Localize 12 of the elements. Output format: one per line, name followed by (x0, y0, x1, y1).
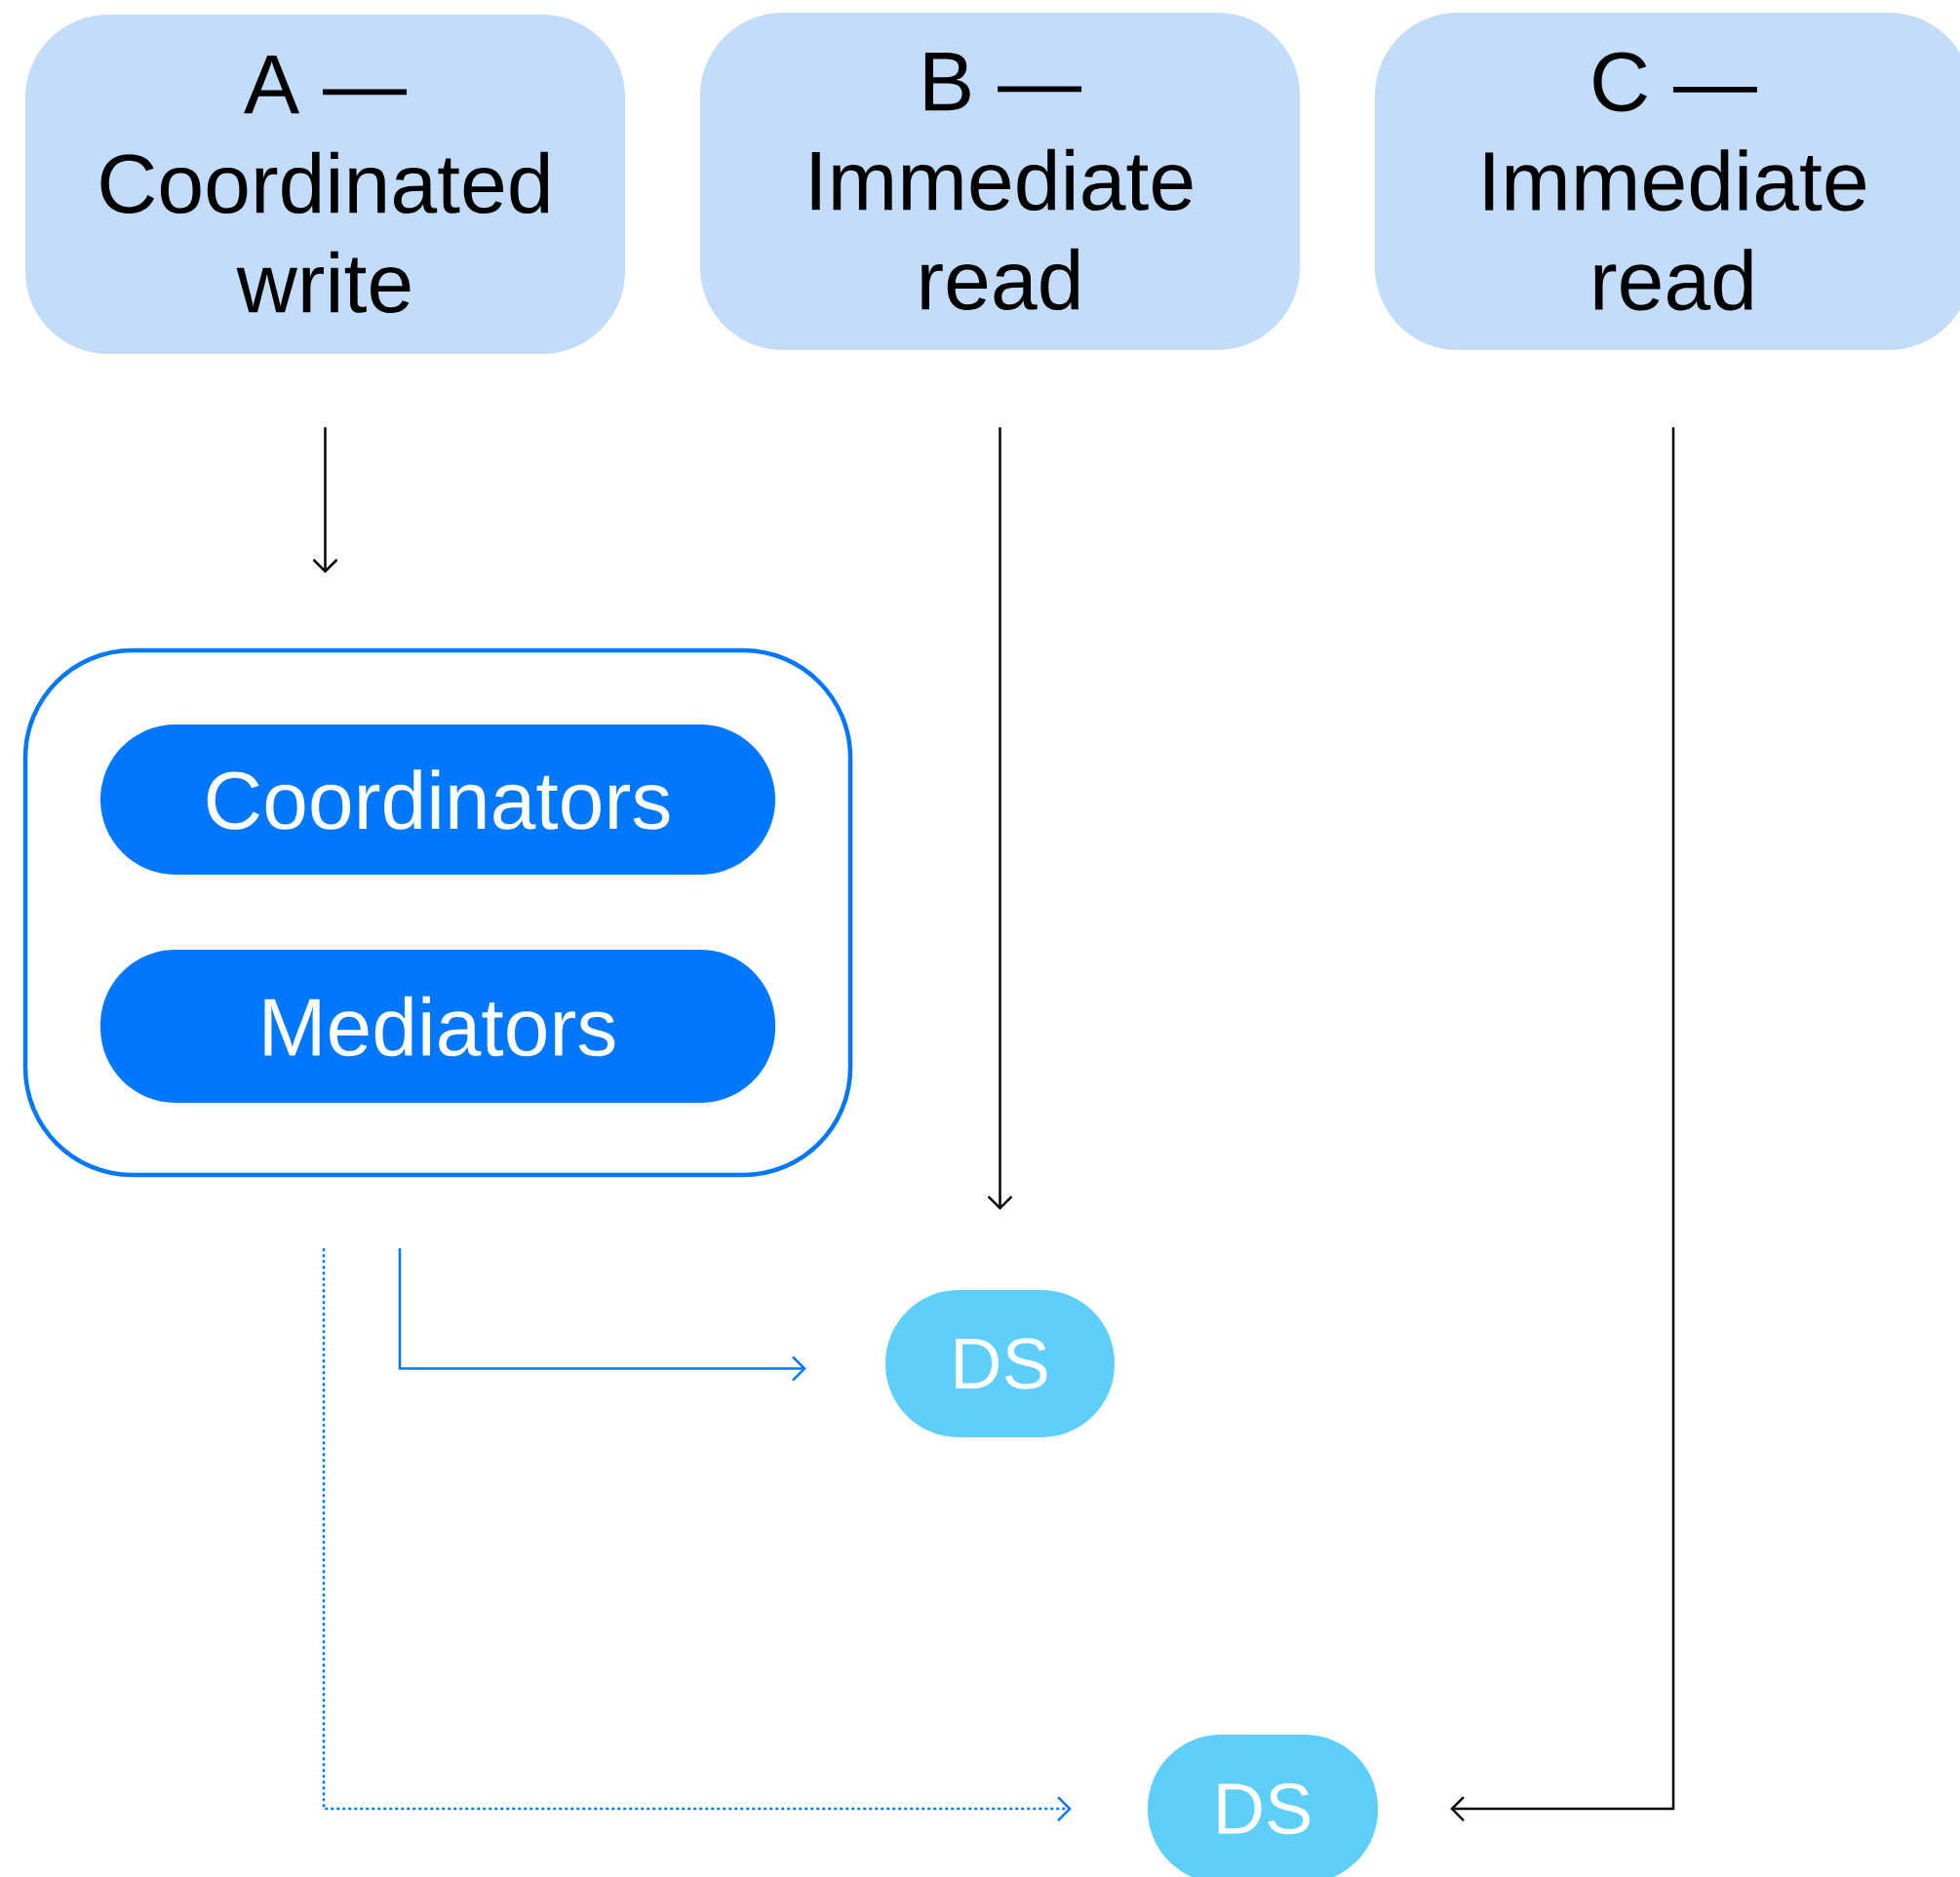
header-box: B — Immediate read (700, 13, 1300, 350)
arrow (398, 1248, 806, 1382)
arrow (1450, 427, 1675, 1821)
header-box: A — Coordinated write (25, 15, 625, 354)
header-box: C — Immediate read (1375, 13, 1960, 350)
arrow (987, 427, 1013, 1210)
process-pill: Mediators (100, 950, 775, 1103)
datastore-pill: DS (1148, 1735, 1378, 1877)
arrow (322, 1248, 1072, 1821)
process-pill: Coordinators (100, 724, 775, 875)
arrow (312, 427, 338, 573)
datastore-pill: DS (885, 1290, 1115, 1437)
